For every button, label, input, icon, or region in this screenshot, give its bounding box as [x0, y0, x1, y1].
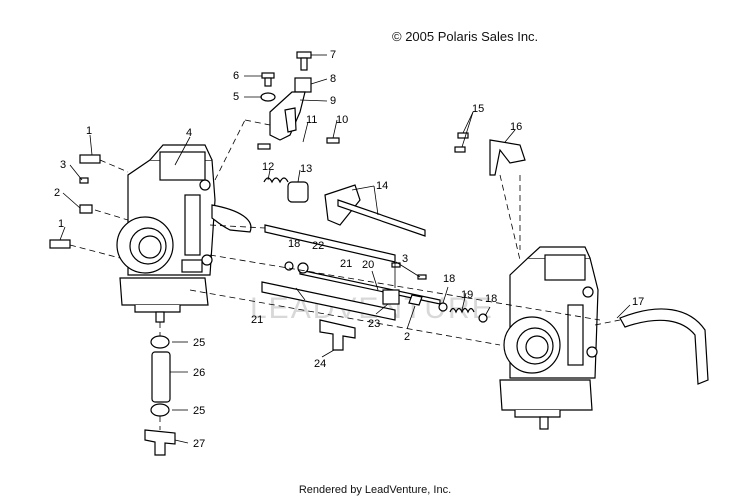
callout-6: 6	[233, 70, 239, 82]
part-16-bracket	[489, 139, 526, 176]
callout-15: 15	[472, 103, 484, 115]
callout-11: 11	[306, 114, 317, 126]
part-2-clip-left	[79, 204, 93, 214]
right-carburetor[interactable]	[499, 246, 599, 430]
part-1-bolt-lower	[49, 239, 71, 249]
part-19-spring	[449, 307, 475, 314]
copyright-notice: © 2005 Polaris Sales Inc.	[392, 29, 539, 44]
part-22-washer	[297, 262, 309, 274]
part-13-sleeve	[287, 181, 309, 203]
callout-3-left: 3	[60, 159, 66, 171]
callout-5: 5	[233, 91, 239, 103]
callout-10: 10	[336, 114, 348, 126]
callout-8: 8	[330, 73, 336, 85]
callout-1-lower: 1	[58, 218, 64, 230]
callout-19: 19	[461, 289, 473, 301]
part-26-hose	[151, 351, 171, 403]
callout-22: 22	[312, 240, 324, 252]
part-27-tee	[144, 429, 176, 456]
callout-labels: 1 3 2 1 4 6 5 7 8 9 11 10 12 13 14 15 16…	[54, 49, 644, 450]
callout-25-lower: 25	[193, 405, 205, 417]
part-8-spring	[294, 77, 312, 93]
leader-lines	[59, 54, 631, 444]
callout-24: 24	[314, 358, 326, 370]
callout-17: 17	[632, 296, 644, 308]
part-5-washer	[260, 92, 276, 102]
callout-18-middle: 18	[443, 273, 455, 285]
assembly-lines	[69, 119, 621, 430]
callout-20: 20	[362, 259, 374, 271]
part-10-screw	[326, 137, 340, 144]
callout-2-right: 2	[404, 331, 410, 343]
callout-18-right: 18	[485, 293, 497, 305]
callout-12: 12	[262, 161, 274, 173]
callout-3-right: 3	[402, 253, 408, 265]
callout-7: 7	[330, 49, 336, 61]
part-6-screw	[261, 72, 275, 79]
callout-25-upper: 25	[193, 337, 205, 349]
part-18-washer	[284, 261, 294, 271]
throttle-linkage-parts	[49, 51, 709, 456]
callout-14: 14	[376, 180, 388, 192]
callout-21-middle: 21	[340, 258, 352, 270]
callout-9: 9	[330, 95, 336, 107]
callout-13: 13	[300, 163, 312, 175]
part-17-hose	[619, 308, 709, 385]
callout-2-left: 2	[54, 187, 60, 199]
part-24-tee	[319, 319, 356, 351]
callout-23: 23	[368, 318, 380, 330]
callout-27: 27	[193, 438, 205, 450]
part-11-screw	[257, 143, 271, 150]
part-25-clamp-upper	[150, 335, 170, 349]
part-12-spring	[263, 177, 289, 184]
part-23-link	[382, 289, 400, 305]
callout-4: 4	[186, 127, 192, 139]
callout-18-left: 18	[288, 238, 300, 250]
footer-credit: Rendered by LeadVenture, Inc.	[298, 484, 452, 496]
part-25-clamp-lower	[150, 403, 170, 417]
left-carburetor[interactable]	[116, 144, 252, 323]
part-1-bolt-upper	[79, 154, 101, 164]
part-7-screw	[296, 51, 312, 59]
callout-26: 26	[193, 367, 205, 379]
callout-16: 16	[510, 121, 522, 133]
part-2-clip-right	[408, 294, 423, 306]
callout-21-lower: 21	[251, 314, 263, 326]
part-21-shaft-upper	[337, 199, 426, 237]
callout-1-upper: 1	[86, 125, 92, 137]
